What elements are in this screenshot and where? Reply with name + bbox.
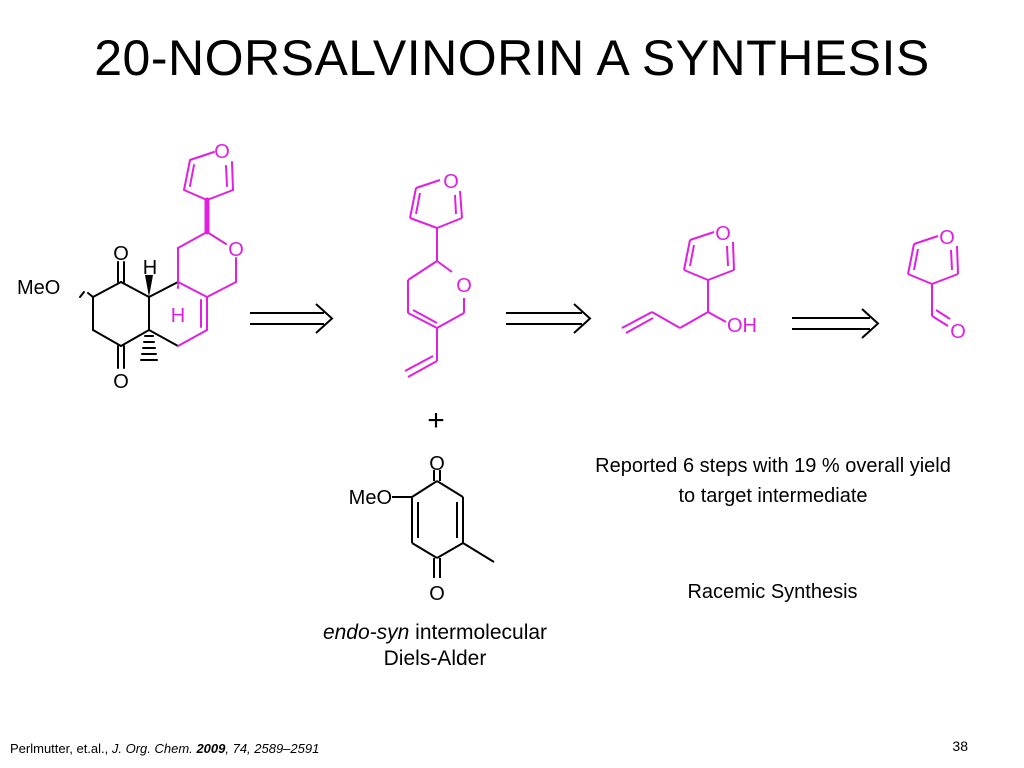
citation-authors: Perlmutter, et.al., xyxy=(10,741,109,756)
methoxy-label: MeO xyxy=(17,277,60,299)
homoallylic-alcohol: O OH xyxy=(621,223,757,337)
citation-volume-pages: , 74, 2589–2591 xyxy=(225,741,320,756)
slide-title: 20-NORSALVINORIN A SYNTHESIS xyxy=(94,30,930,86)
target-molecule: O O H H MeO O O xyxy=(17,141,244,393)
quinone-oxygen-bottom: O xyxy=(429,583,445,605)
diene-furan-oxygen: O xyxy=(443,171,459,193)
diene-pyran-oxygen: O xyxy=(456,275,472,297)
ketone-oxygen-top: O xyxy=(113,243,129,265)
plus-sign: + xyxy=(427,404,445,437)
hydrogen-label-black: H xyxy=(143,257,157,279)
endo-syn-italic: endo-syn xyxy=(322,621,410,644)
alcohol-furan-oxygen: O xyxy=(715,223,731,245)
racemic-synthesis-note: Racemic Synthesis xyxy=(687,581,858,603)
intermolecular-text: intermolecular xyxy=(409,621,548,644)
citation-year: 2009 xyxy=(196,741,226,756)
retro-arrow-1 xyxy=(250,303,334,334)
quinone-oxygen-top: O xyxy=(429,453,445,475)
aldehyde-carbonyl-oxygen: O xyxy=(950,321,966,343)
diels-alder-caption: endo-syn intermolecular Diels-Alder xyxy=(290,620,580,672)
retro-arrow-3 xyxy=(792,308,880,339)
citation: Perlmutter, et.al., J. Org. Chem. 2009, … xyxy=(10,741,319,756)
hydrogen-label-magenta: H xyxy=(171,305,185,327)
quinone-methoxy-label: MeO xyxy=(349,487,392,509)
pyran-oxygen: O xyxy=(228,239,244,261)
reported-steps-note: Reported 6 steps with 19 % overall yield… xyxy=(595,455,951,507)
quinone: O O MeO xyxy=(349,453,495,605)
diels-alder-text: Diels-Alder xyxy=(383,647,487,670)
furaldehyde: O O xyxy=(907,227,966,343)
ketone-oxygen-bottom: O xyxy=(113,371,129,393)
retro-arrow-2 xyxy=(506,303,592,334)
diene-intermediate: O O xyxy=(404,171,472,378)
hydroxyl-label: OH xyxy=(727,315,757,337)
page-number: 38 xyxy=(952,738,968,754)
furan-oxygen: O xyxy=(214,141,230,163)
citation-journal: J. Org. Chem. xyxy=(111,741,193,756)
aldehyde-furan-oxygen: O xyxy=(939,227,955,249)
